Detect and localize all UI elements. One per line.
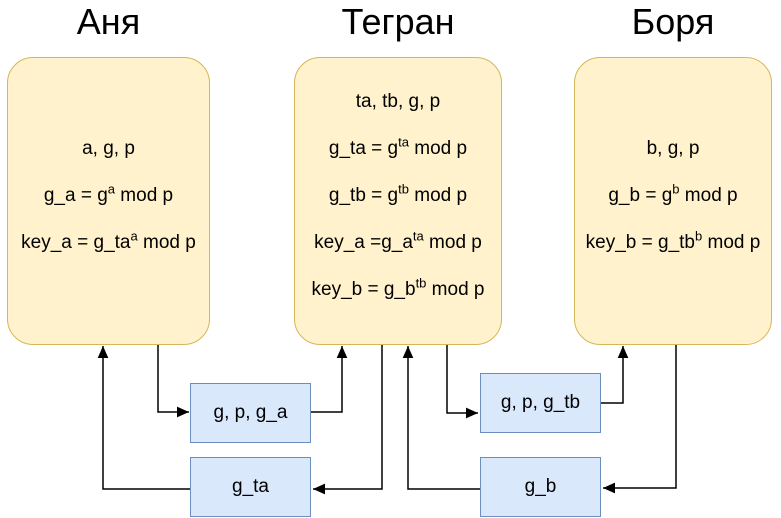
message-label-g-p-ga: g, p, g_a <box>213 402 288 423</box>
actor-tegran-line-keya: key_a =g_ata mod p <box>314 228 482 253</box>
actor-title-tegran: Тегран <box>341 1 455 42</box>
message-box-gta: g_ta <box>190 457 311 517</box>
message-label-gb: g_b <box>524 476 557 497</box>
actor-box-tegran: ta, tb, g, p g_ta = gta mod p g_tb = gtb… <box>294 57 502 345</box>
arrow-msg-g-p-ga-to-tegran <box>311 346 348 413</box>
message-box-gb: g_b <box>480 457 601 517</box>
arrow-msg-gb-to-tegran <box>402 346 480 490</box>
arrow-msg-g-p-gtb-to-borya <box>601 346 629 404</box>
actor-anya-lines: a, g, p g_a = ga mod p key_a = g_taa mod… <box>21 125 196 266</box>
arrow-tegran-to-msg-gta <box>313 345 383 495</box>
actor-tegran-lines: ta, tb, g, p g_ta = gta mod p g_tb = gtb… <box>312 78 485 313</box>
arrow-tegran-to-msg-g-p-gtb <box>446 345 478 419</box>
actor-box-borya: b, g, p g_b = gb mod p key_b = g_tbb mod… <box>574 57 772 345</box>
actor-anya-line-secrets: a, g, p <box>82 137 135 159</box>
message-box-g-p-ga: g, p, g_a <box>190 383 311 443</box>
actor-tegran-line-keyb: key_b = g_btb mod p <box>311 275 485 300</box>
arrow-msg-gta-to-anya <box>97 346 190 490</box>
actor-tegran-line-secrets: ta, tb, g, p <box>355 90 441 112</box>
actor-box-anya: a, g, p g_a = ga mod p key_a = g_taa mod… <box>7 57 210 345</box>
arrow-anya-to-msg-g-p-ga <box>157 345 189 418</box>
actor-anya-line-ga: g_a = ga mod p <box>43 181 174 206</box>
arrow-borya-to-msg-gb <box>603 345 677 494</box>
actor-title-borya: Боря <box>631 1 715 42</box>
message-box-g-p-gtb: g, p, g_tb <box>480 373 601 433</box>
actor-tegran-line-gtb: g_tb = gtb mod p <box>328 181 468 206</box>
message-label-gta: g_ta <box>232 476 269 497</box>
actor-borya-line-secrets: b, g, p <box>646 137 700 159</box>
actor-borya-lines: b, g, p g_b = gb mod p key_b = g_tbb mod… <box>586 125 761 266</box>
actor-tegran-line-gta: g_ta = gta mod p <box>328 134 468 159</box>
message-label-g-p-gtb: g, p, g_tb <box>500 392 581 413</box>
actor-borya-line-gb: g_b = gb mod p <box>608 181 738 206</box>
actor-anya-line-keya: key_a = g_taa mod p <box>21 228 196 253</box>
actor-borya-line-keyb: key_b = g_tbb mod p <box>585 228 761 253</box>
actor-title-anya: Аня <box>76 1 141 42</box>
